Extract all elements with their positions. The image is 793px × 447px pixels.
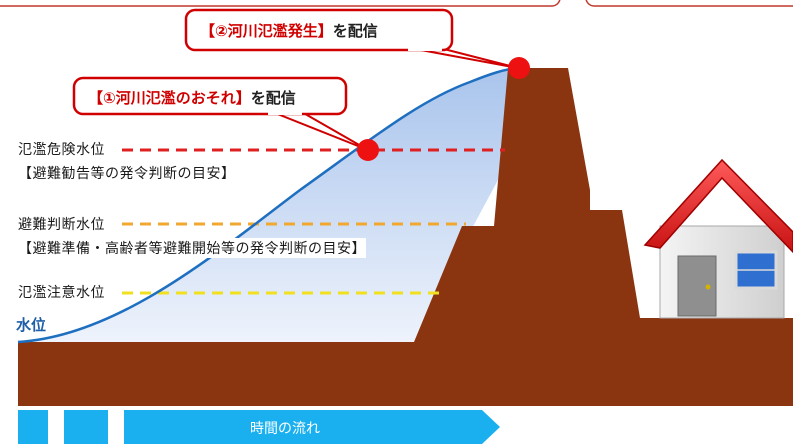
callout-second-accent: 【②河川氾濫発生】 — [200, 22, 333, 40]
flood-danger-note: 【避難勧告等の発令判断の目安】 — [18, 166, 236, 182]
callout-first-suffix: を配信 — [250, 89, 296, 107]
flood-occurrence-marker — [508, 57, 530, 79]
levee-ground — [18, 68, 793, 406]
callout-first-tail — [269, 110, 369, 151]
flood-danger-label: 氾濫危険水位 — [18, 142, 105, 158]
timeline-label: 時間の流れ — [250, 421, 320, 437]
callout-first-accent: 【①河川氾濫のおそれ】 — [88, 89, 251, 107]
timeline-block-1 — [18, 410, 48, 444]
callout-first-box — [72, 76, 348, 116]
evacuation-judgment-note: 【避難準備・高齢者等避難開始等の発令判断の目安】 — [18, 238, 366, 258]
water-area — [18, 68, 518, 342]
callout-second-text: 【②河川氾濫発生】を配信 — [200, 20, 378, 41]
flood-risk-marker — [357, 139, 379, 161]
timeline-block-2 — [64, 410, 108, 444]
flood-warning-label: 氾濫注意水位 — [18, 285, 105, 301]
water-level-curve — [17, 66, 519, 344]
timeline-arrow — [124, 410, 500, 444]
top-box-left — [0, 0, 561, 7]
callout-first-text: 【①河川氾濫のおそれ】を配信 — [88, 87, 296, 108]
house-icon — [643, 158, 793, 319]
evacuation-judgment-label: 避難判断水位 — [18, 217, 105, 233]
water-level-label: 水位 — [16, 316, 47, 334]
callout-second-suffix: を配信 — [332, 22, 378, 40]
top-box-right — [585, 0, 793, 7]
callout-second-box — [184, 8, 454, 52]
